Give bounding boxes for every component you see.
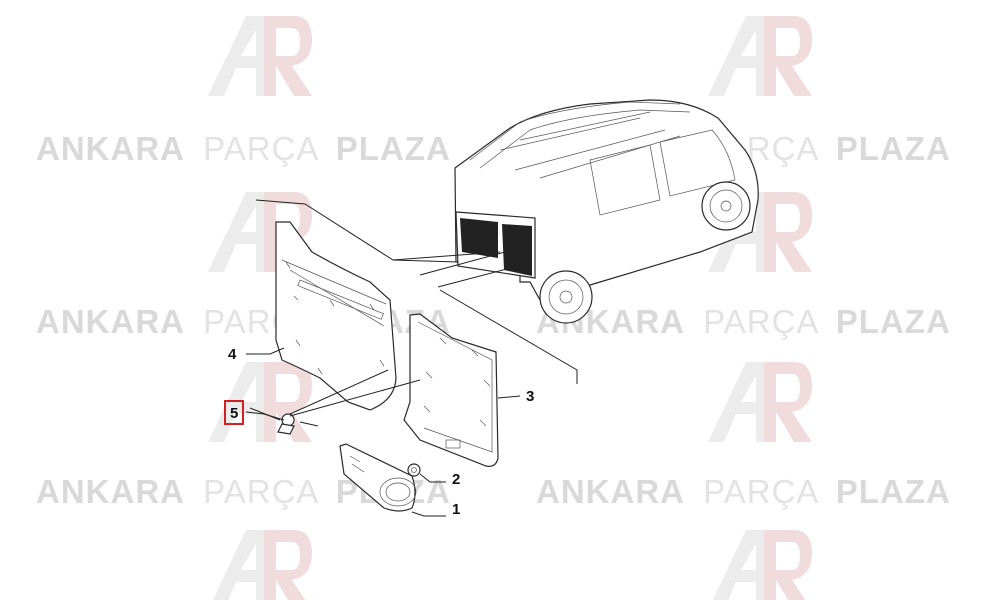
watermark-text: ANKARA PARÇA PLAZA	[36, 473, 451, 510]
watermark-logo	[208, 16, 312, 96]
callout-5-highlight	[224, 400, 244, 425]
callout-4[interactable]: 4	[228, 346, 237, 363]
callout-2[interactable]: 2	[452, 471, 460, 488]
callout-3[interactable]: 3	[526, 388, 534, 405]
callout-labels: 1 2 3 4 5	[224, 346, 534, 518]
watermark-logo	[208, 362, 312, 442]
watermark-text: ANKARA PARÇA PLAZA	[536, 473, 951, 510]
van-illustration	[454, 99, 759, 324]
part-4-door-panel	[275, 221, 397, 411]
callout-leaders	[245, 347, 521, 517]
watermark-text: ANKARA PARÇA PLAZA	[536, 303, 951, 340]
callout-1[interactable]: 1	[452, 501, 460, 518]
part-1-speaker-grille	[339, 443, 417, 512]
callout-5[interactable]: 5	[230, 405, 238, 422]
part-2-nut	[407, 463, 421, 477]
watermark-text: ANKARA PARÇA PLAZA	[36, 130, 451, 167]
part-5-clip	[277, 413, 295, 435]
watermark-logo	[708, 530, 812, 600]
leader-lines	[255, 199, 578, 384]
watermark-logo	[208, 530, 312, 600]
watermark-logo	[708, 16, 812, 96]
part-3-door-panel	[403, 313, 499, 467]
watermark-logo	[708, 362, 812, 442]
